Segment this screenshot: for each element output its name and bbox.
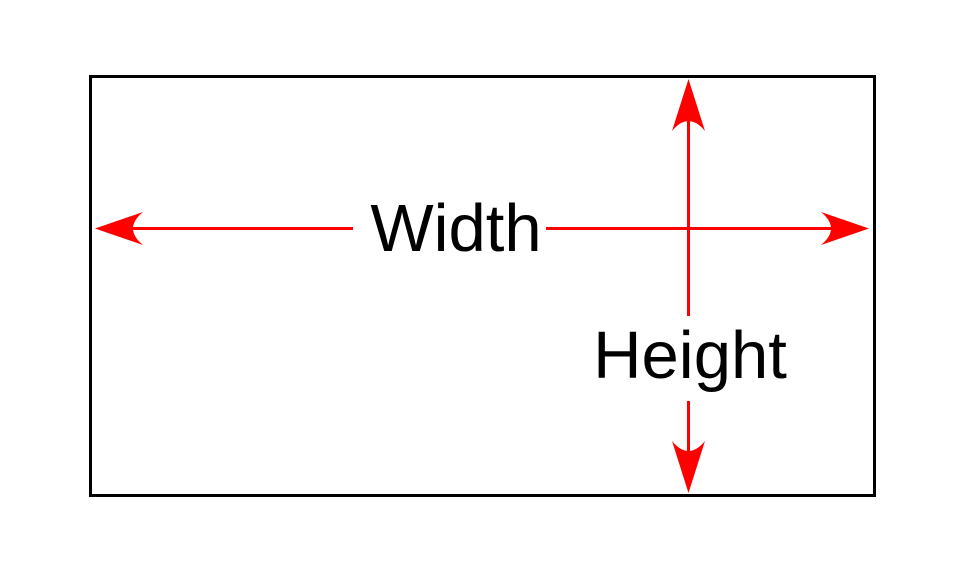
rectangle-outline <box>89 75 876 497</box>
width-arrowhead-right <box>821 212 869 245</box>
width-label: Width <box>370 191 541 266</box>
height-arrow <box>672 79 705 493</box>
width-arrow <box>95 212 869 245</box>
height-arrowhead-top <box>672 79 705 131</box>
height-arrowhead-bottom <box>672 441 705 493</box>
height-label: Height <box>593 318 787 393</box>
width-arrowhead-left <box>95 212 143 245</box>
